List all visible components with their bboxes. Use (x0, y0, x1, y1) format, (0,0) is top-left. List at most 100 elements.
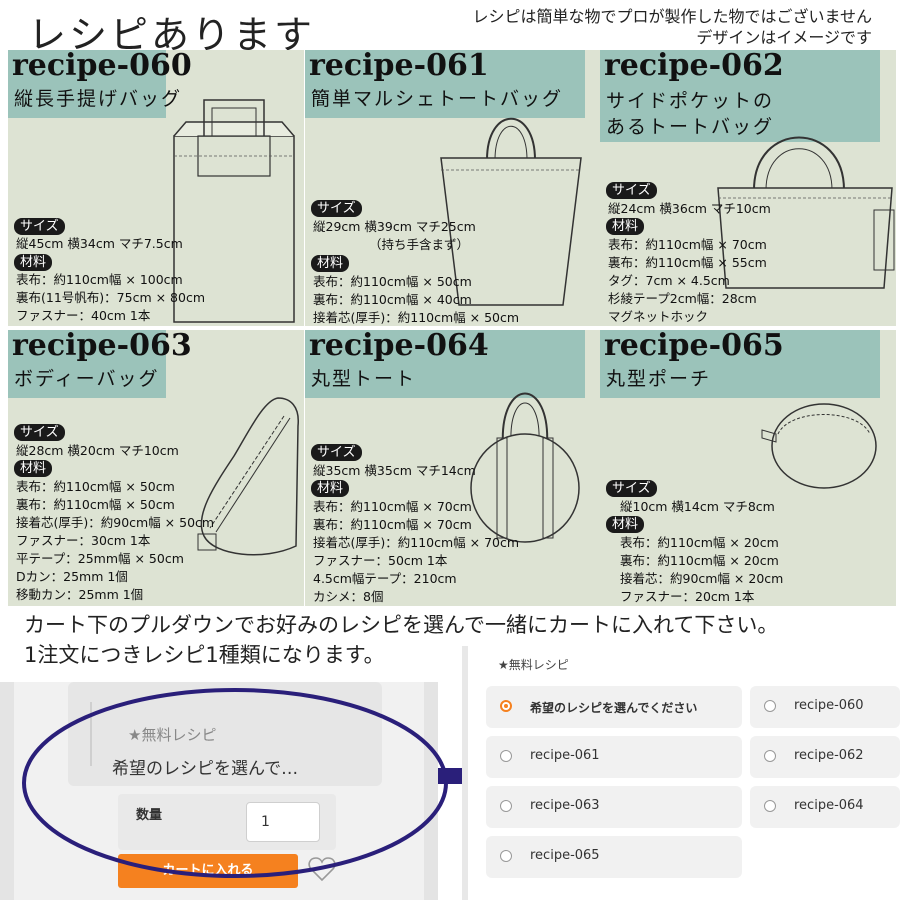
recipe-id: recipe-062 (604, 50, 784, 83)
select-divider (90, 702, 92, 766)
option-label: recipe-061 (530, 748, 600, 763)
disclaimer: レシピは簡単な物でプロが製作した物ではございません デザインはイメージです (352, 6, 872, 48)
size-line: 縦10cm 横14cm マチ8cm (620, 499, 775, 514)
materials-badge: 材料 (14, 254, 53, 271)
size-line: （持ち手含まず） (369, 237, 470, 252)
radio-icon (500, 750, 512, 762)
radio-selected-icon (500, 700, 512, 712)
radio-icon (764, 750, 776, 762)
recipe-name: ボディーバッグ (14, 368, 160, 390)
material-line: ファスナー：40cm 1本 (16, 308, 151, 323)
option-placeholder[interactable]: 希望のレシピを選んでください (486, 686, 742, 728)
option-recipe-065[interactable]: recipe-065 (486, 836, 742, 878)
material-line: 裏布：約110cm幅 × 70cm (313, 517, 472, 532)
material-line: 平テープ：25mm幅 × 50cm (16, 551, 184, 566)
instructions-line-1: カート下のプルダウンでお好みのレシピを選んで一緒にカートに入れて下さい。 (24, 613, 779, 637)
disclaimer-line-1: レシピは簡単な物でプロが製作した物ではございません (472, 7, 872, 26)
option-label: recipe-064 (794, 798, 864, 813)
recipe-name-line: サイドポケットの (606, 90, 775, 112)
recipe-name: 縦長手提げバッグ (14, 88, 183, 110)
recipe-card-062: recipe-062 サイドポケットの あるトートバッグ サイズ 縦24cm 横… (600, 50, 896, 326)
select-value: 希望のレシピを選んで… (112, 759, 299, 779)
material-line: 接着芯(厚手)：約110cm幅 × 70cm (313, 535, 520, 550)
option-recipe-062[interactable]: recipe-062 (750, 736, 900, 778)
card-title-band (8, 50, 166, 118)
card-title-band (305, 50, 585, 118)
option-recipe-060[interactable]: recipe-060 (750, 686, 900, 728)
size-line: 縦29cm 横39cm マチ25cm (313, 219, 476, 234)
size-badge: サイズ (606, 480, 657, 497)
material-line: 接着芯(厚手)：約110cm幅 × 50cm (313, 310, 520, 325)
material-line: Dカン：25mm 1個 (16, 569, 128, 584)
material-line: カシメ：8個 (313, 589, 384, 604)
material-line: 接着芯：約90cm幅 × 20cm (620, 571, 784, 586)
recipe-card-064: recipe-064 丸型トート サイズ 縦35cm 横35cm マチ14cm … (305, 330, 601, 606)
recipe-name: サイドポケットの あるトートバッグ (606, 88, 774, 140)
recipe-card-061: recipe-061 簡単マルシェトートバッグ サイズ 縦29cm 横39cm … (305, 50, 601, 326)
materials-badge: 材料 (14, 460, 53, 477)
size-lines: 縦24cm 横36cm マチ10cm (608, 200, 771, 218)
option-recipe-063[interactable]: recipe-063 (486, 786, 742, 828)
quantity-input[interactable]: 1 (246, 802, 320, 842)
material-line: 裏布：約110cm幅 × 40cm (313, 292, 472, 307)
size-lines: 縦10cm 横14cm マチ8cm (620, 498, 775, 516)
material-line: 4.5cm幅テープ：210cm (313, 571, 457, 586)
materials-list: 表布：約110cm幅 × 50cm 裏布：約110cm幅 × 40cm 接着芯(… (313, 273, 519, 326)
size-badge: サイズ (14, 424, 65, 441)
panel-stripe (0, 682, 14, 900)
option-label: recipe-063 (530, 798, 600, 813)
option-recipe-064[interactable]: recipe-064 (750, 786, 900, 828)
heart-icon[interactable] (308, 856, 336, 886)
recipe-card-063: recipe-063 ボディーバッグ サイズ 縦28cm 横20cm マチ10c… (8, 330, 304, 606)
recipe-name: 丸型ポーチ (606, 368, 712, 390)
material-line: 表布：約110cm幅 × 70cm (313, 499, 472, 514)
material-line: 杉綾テープ2cm幅：28cm (608, 291, 757, 306)
material-line: 裏布：約110cm幅 × 55cm (608, 255, 767, 270)
instructions: カート下のプルダウンでお好みのレシピを選んで一緒にカートに入れて下さい。 1注文… (24, 610, 778, 670)
material-line: 移動カン：25mm 1個 (16, 587, 144, 602)
size-badge: サイズ (311, 200, 362, 217)
radio-icon (764, 800, 776, 812)
materials-list: 表布：約110cm幅 × 20cm 裏布：約110cm幅 × 20cm 接着芯：… (620, 534, 783, 606)
size-lines: 縦35cm 横35cm マチ14cm (313, 462, 476, 480)
card-title-band (8, 330, 166, 398)
option-recipe-061[interactable]: recipe-061 (486, 736, 742, 778)
quantity-label: 数量 (136, 808, 163, 823)
materials-list: 表布：約110cm幅 × 70cm 裏布：約110cm幅 × 70cm 接着芯(… (313, 498, 519, 606)
side-pocket-tote-icon (714, 120, 896, 300)
recipe-id: recipe-061 (309, 50, 489, 83)
material-line: ファスナー：30cm 1本 (16, 533, 151, 548)
recipe-name: 丸型トート (311, 368, 417, 390)
recipe-card-065: recipe-065 丸型ポーチ サイズ 縦10cm 横14cm マチ8cm 材… (600, 330, 896, 606)
size-line: 縦45cm 横34cm マチ7.5cm (16, 236, 183, 251)
size-badge: サイズ (311, 444, 362, 461)
material-line: 裏布：約110cm幅 × 20cm (620, 553, 779, 568)
size-lines: 縦28cm 横20cm マチ10cm (16, 442, 179, 460)
instructions-line-2: 1注文につきレシピ1種類になります。 (24, 643, 385, 667)
card-title-band (600, 50, 880, 142)
recipe-name-line: あるトートバッグ (606, 116, 775, 138)
materials-badge: 材料 (311, 480, 350, 497)
material-line: 裏布：約110cm幅 × 50cm (16, 497, 175, 512)
material-line: 表布：約110cm幅 × 50cm (313, 274, 472, 289)
materials-badge: 材料 (606, 218, 645, 235)
size-line: 縦28cm 横20cm マチ10cm (16, 443, 179, 458)
round-pouch-icon (760, 400, 880, 492)
card-title-band (305, 330, 585, 398)
size-line: 縦35cm 横35cm マチ14cm (313, 463, 476, 478)
recipe-id: recipe-065 (604, 330, 784, 363)
size-badge: サイズ (606, 182, 657, 199)
material-line: 裏布(11号帆布)：75cm × 80cm (16, 290, 205, 305)
size-lines: 縦29cm 横39cm マチ25cm （持ち手含まず） (313, 218, 476, 254)
page-title: レシピあります (28, 13, 316, 57)
material-line: マグネットホック (608, 309, 709, 324)
radio-icon (500, 800, 512, 812)
material-line: 表布：約110cm幅 × 50cm (16, 479, 175, 494)
option-label: 希望のレシピを選んでください (530, 701, 698, 715)
radio-icon (500, 850, 512, 862)
select-title: ★無料レシピ (128, 726, 217, 744)
material-line: 表布：約110cm幅 × 100cm (16, 272, 183, 287)
recipe-card-060: recipe-060 縦長手提げバッグ サイズ 縦45cm 横34cm マチ7.… (8, 50, 304, 326)
panel-stripe (424, 682, 438, 900)
option-label: recipe-065 (530, 848, 600, 863)
